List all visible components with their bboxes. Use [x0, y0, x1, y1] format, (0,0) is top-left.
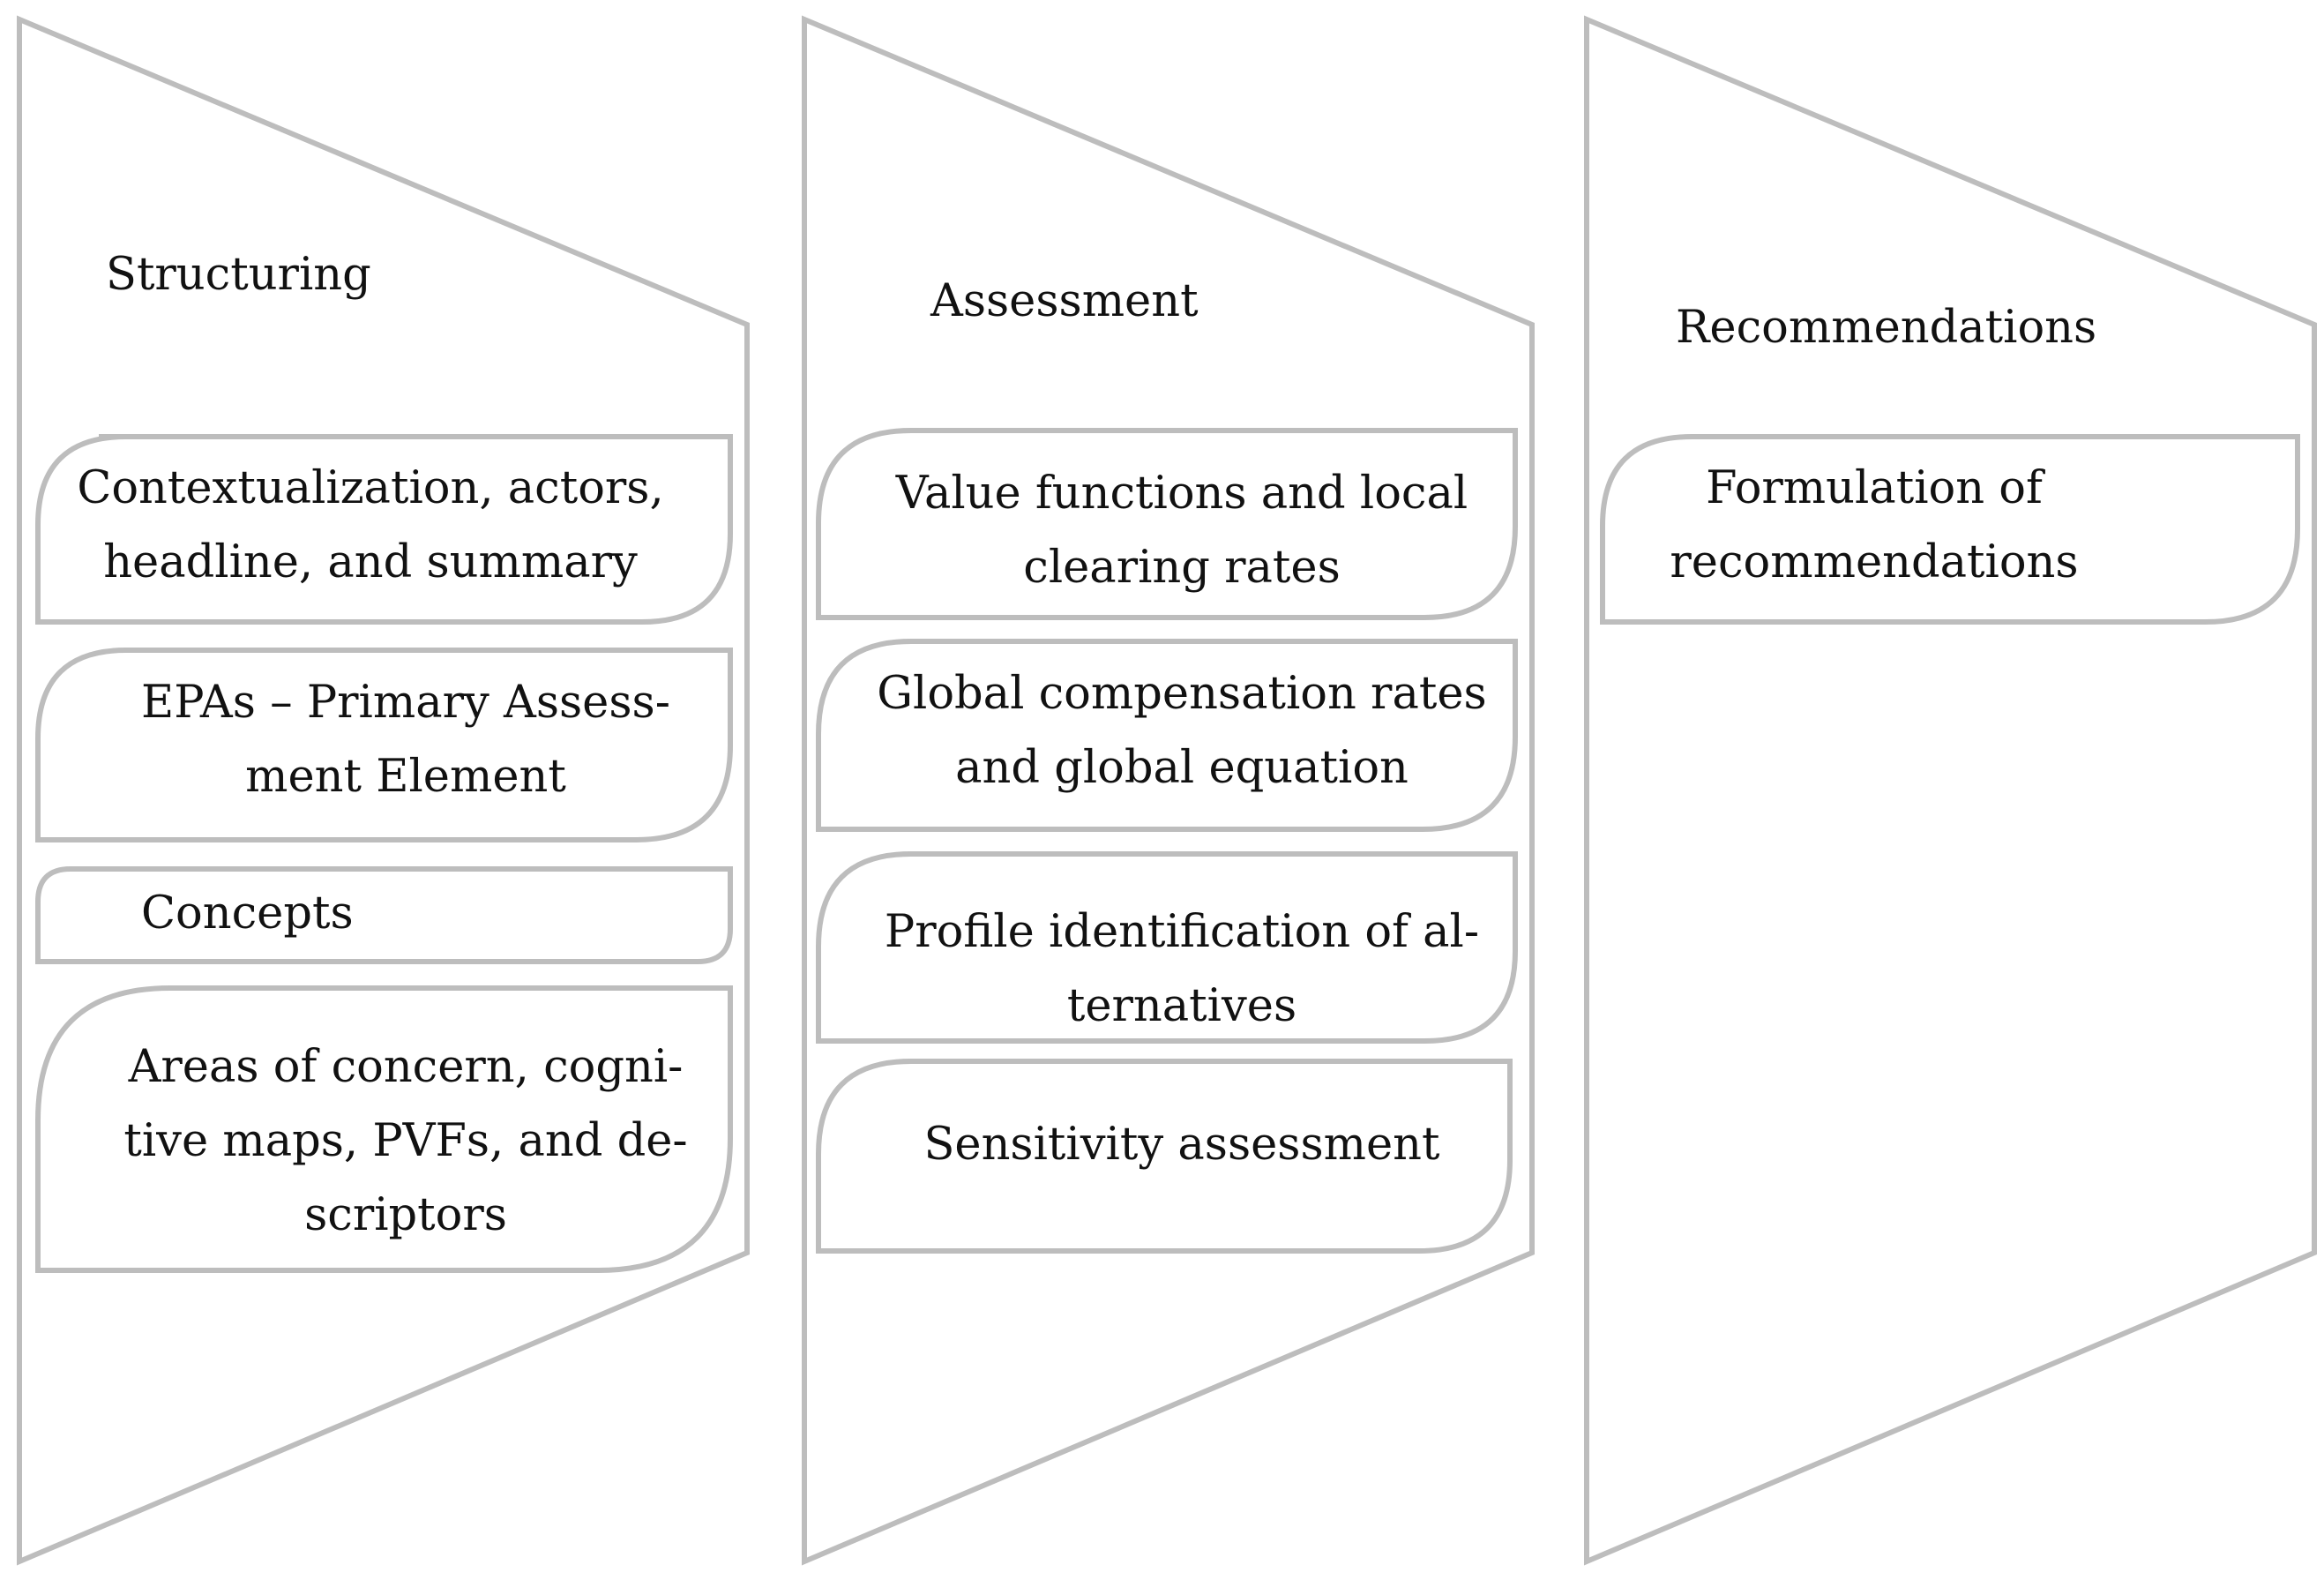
- step-text-epas: EPAs – Primary Assess- ment Element: [88, 666, 723, 814]
- step-line: scriptors: [304, 1189, 507, 1241]
- step-text-areas-of-concern: Areas of concern, cogni- tive maps, PVFs…: [88, 1030, 723, 1253]
- step-box-epas: [35, 648, 733, 842]
- step-line: tive maps, PVFs, and de-: [123, 1115, 688, 1167]
- step-text-global-compensation: Global compensation rates and global equ…: [864, 657, 1499, 805]
- step-line: Formulation of: [1706, 462, 2043, 514]
- step-box-global-compensation: [816, 639, 1518, 832]
- step-text-concepts: Concepts: [141, 877, 354, 951]
- step-line: clearing rates: [1023, 542, 1341, 594]
- step-line: Contextualization, actors,: [77, 462, 664, 514]
- step-text-value-functions: Value functions and local clearing rates: [864, 457, 1499, 605]
- step-line: and global equation: [955, 742, 1409, 794]
- step-text-sensitivity: Sensitivity assessment: [864, 1108, 1499, 1182]
- step-line: Profile identification of al-: [884, 906, 1480, 958]
- step-box-value-functions: [816, 428, 1518, 620]
- step-line: Concepts: [141, 887, 354, 940]
- step-line: headline, and summary: [103, 536, 638, 588]
- stage-title-assessment: Assessment: [930, 275, 1199, 327]
- step-box-profile-identification: [816, 851, 1518, 1044]
- step-line: ternatives: [1066, 980, 1297, 1032]
- step-text-contextualization: Contextualization, actors, headline, and…: [53, 452, 688, 600]
- stage-recommendations-shape: [1584, 15, 2317, 1566]
- step-line: Areas of concern, cogni-: [128, 1041, 684, 1093]
- step-line: Value functions and local: [895, 468, 1468, 520]
- step-box-contextualization: [35, 434, 733, 625]
- stage-title-structuring: Structuring: [106, 249, 371, 301]
- step-line: Global compensation rates: [877, 668, 1487, 720]
- step-line: ment Element: [245, 751, 566, 803]
- step-box-concepts: [35, 866, 733, 964]
- step-box-sensitivity: [816, 1059, 1513, 1254]
- step-line: EPAs – Primary Assess-: [141, 677, 670, 729]
- step-box-formulation: [1600, 434, 2300, 625]
- step-text-formulation: Formulation of recommendations: [1636, 452, 2112, 600]
- step-line: recommendations: [1670, 536, 2079, 588]
- stage-title-recommendations: Recommendations: [1676, 302, 2097, 354]
- step-line: Sensitivity assessment: [923, 1119, 1440, 1171]
- step-box-areas-of-concern: [35, 985, 733, 1273]
- step-text-profile-identification: Profile identification of al- ternatives: [864, 895, 1499, 1044]
